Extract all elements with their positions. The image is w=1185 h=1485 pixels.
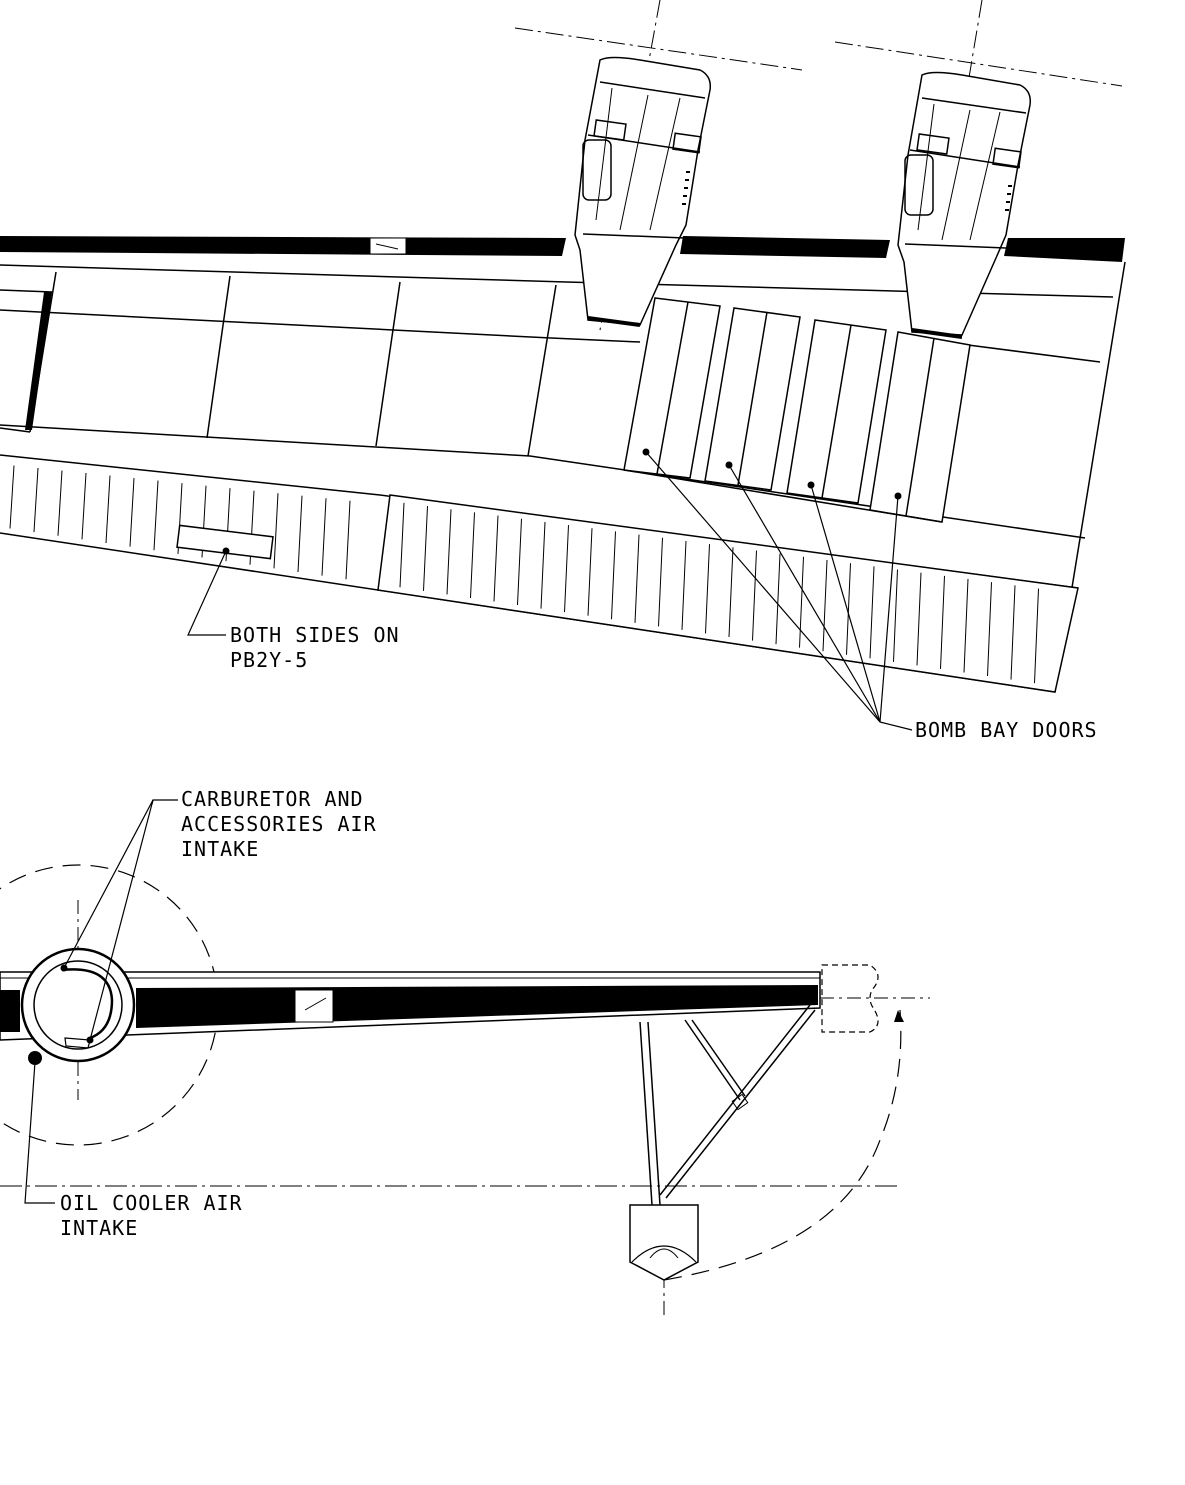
hatch-line — [611, 531, 616, 620]
hatch-line — [916, 572, 922, 666]
hatch-line — [129, 478, 135, 547]
leading-edge-band — [0, 236, 566, 256]
hatch-line — [587, 528, 593, 616]
hatch-line — [493, 515, 499, 602]
hatch-line — [33, 467, 39, 533]
hatch-line — [273, 493, 279, 569]
label-both-sides-line2: PB2Y-5 — [230, 648, 308, 672]
hatch-line — [446, 509, 452, 595]
hatch-line — [423, 506, 428, 591]
wing-front-view — [0, 799, 930, 1315]
hatch-line — [81, 472, 87, 540]
hatch-line — [1034, 588, 1039, 684]
label-carburetor-line1: CARBURETOR AND — [181, 787, 364, 811]
flap-hatching — [399, 502, 1039, 684]
hatch-line — [940, 575, 945, 669]
hatch-line — [321, 498, 327, 576]
hatch-line — [517, 518, 522, 606]
hatch-line — [399, 502, 405, 588]
hatch-line — [799, 556, 804, 648]
hatch-line — [1010, 585, 1016, 680]
hatch-line — [775, 553, 781, 645]
label-carburetor: CARBURETOR AND ACCESSORIES AIR INTAKE — [181, 787, 377, 861]
hatch-line — [705, 544, 710, 634]
leading-edge-plate — [369, 237, 407, 255]
hatch-line — [869, 566, 875, 659]
label-carburetor-line3: INTAKE — [181, 837, 259, 861]
hatch-line — [105, 475, 111, 544]
hatch-line — [963, 579, 969, 673]
hatch-line — [846, 563, 851, 655]
hatch-line — [9, 465, 15, 529]
hatch-line — [345, 500, 351, 580]
label-bomb-bay-line1: BOMB BAY DOORS — [915, 718, 1098, 742]
hatch-line — [681, 540, 687, 630]
hatch-line — [728, 547, 734, 638]
hatch-line — [564, 525, 569, 613]
hatch-line — [658, 537, 663, 627]
hatch-line — [634, 534, 640, 623]
hatch-line — [752, 550, 757, 641]
label-both-sides-line1: BOTH SIDES ON — [230, 623, 400, 647]
label-carburetor-line2: ACCESSORIES AIR — [181, 812, 377, 836]
nacelle-outboard — [897, 71, 1032, 339]
hatch-line — [153, 480, 159, 551]
label-bomb-bay: BOMB BAY DOORS — [915, 718, 1098, 742]
hatch-line — [470, 512, 475, 598]
hatch-line — [893, 569, 898, 662]
aileron-hatching — [9, 465, 351, 580]
wing-plan-view — [0, 0, 1126, 731]
label-oil-cooler-line1: OIL COOLER AIR — [60, 1191, 243, 1215]
hatch-line — [822, 559, 828, 652]
hatch-line — [297, 495, 303, 573]
label-oil-cooler-line2: INTAKE — [60, 1216, 138, 1240]
wingtip-float — [629, 1204, 699, 1281]
hatch-line — [57, 470, 63, 536]
label-both-sides: BOTH SIDES ON PB2Y-5 — [230, 623, 400, 672]
bomb-bay-door-panels — [623, 297, 971, 523]
hatch-line — [540, 521, 546, 609]
nacelle-inboard — [574, 56, 712, 327]
label-oil-cooler: OIL COOLER AIR INTAKE — [60, 1191, 243, 1240]
hatch-line — [987, 582, 992, 677]
